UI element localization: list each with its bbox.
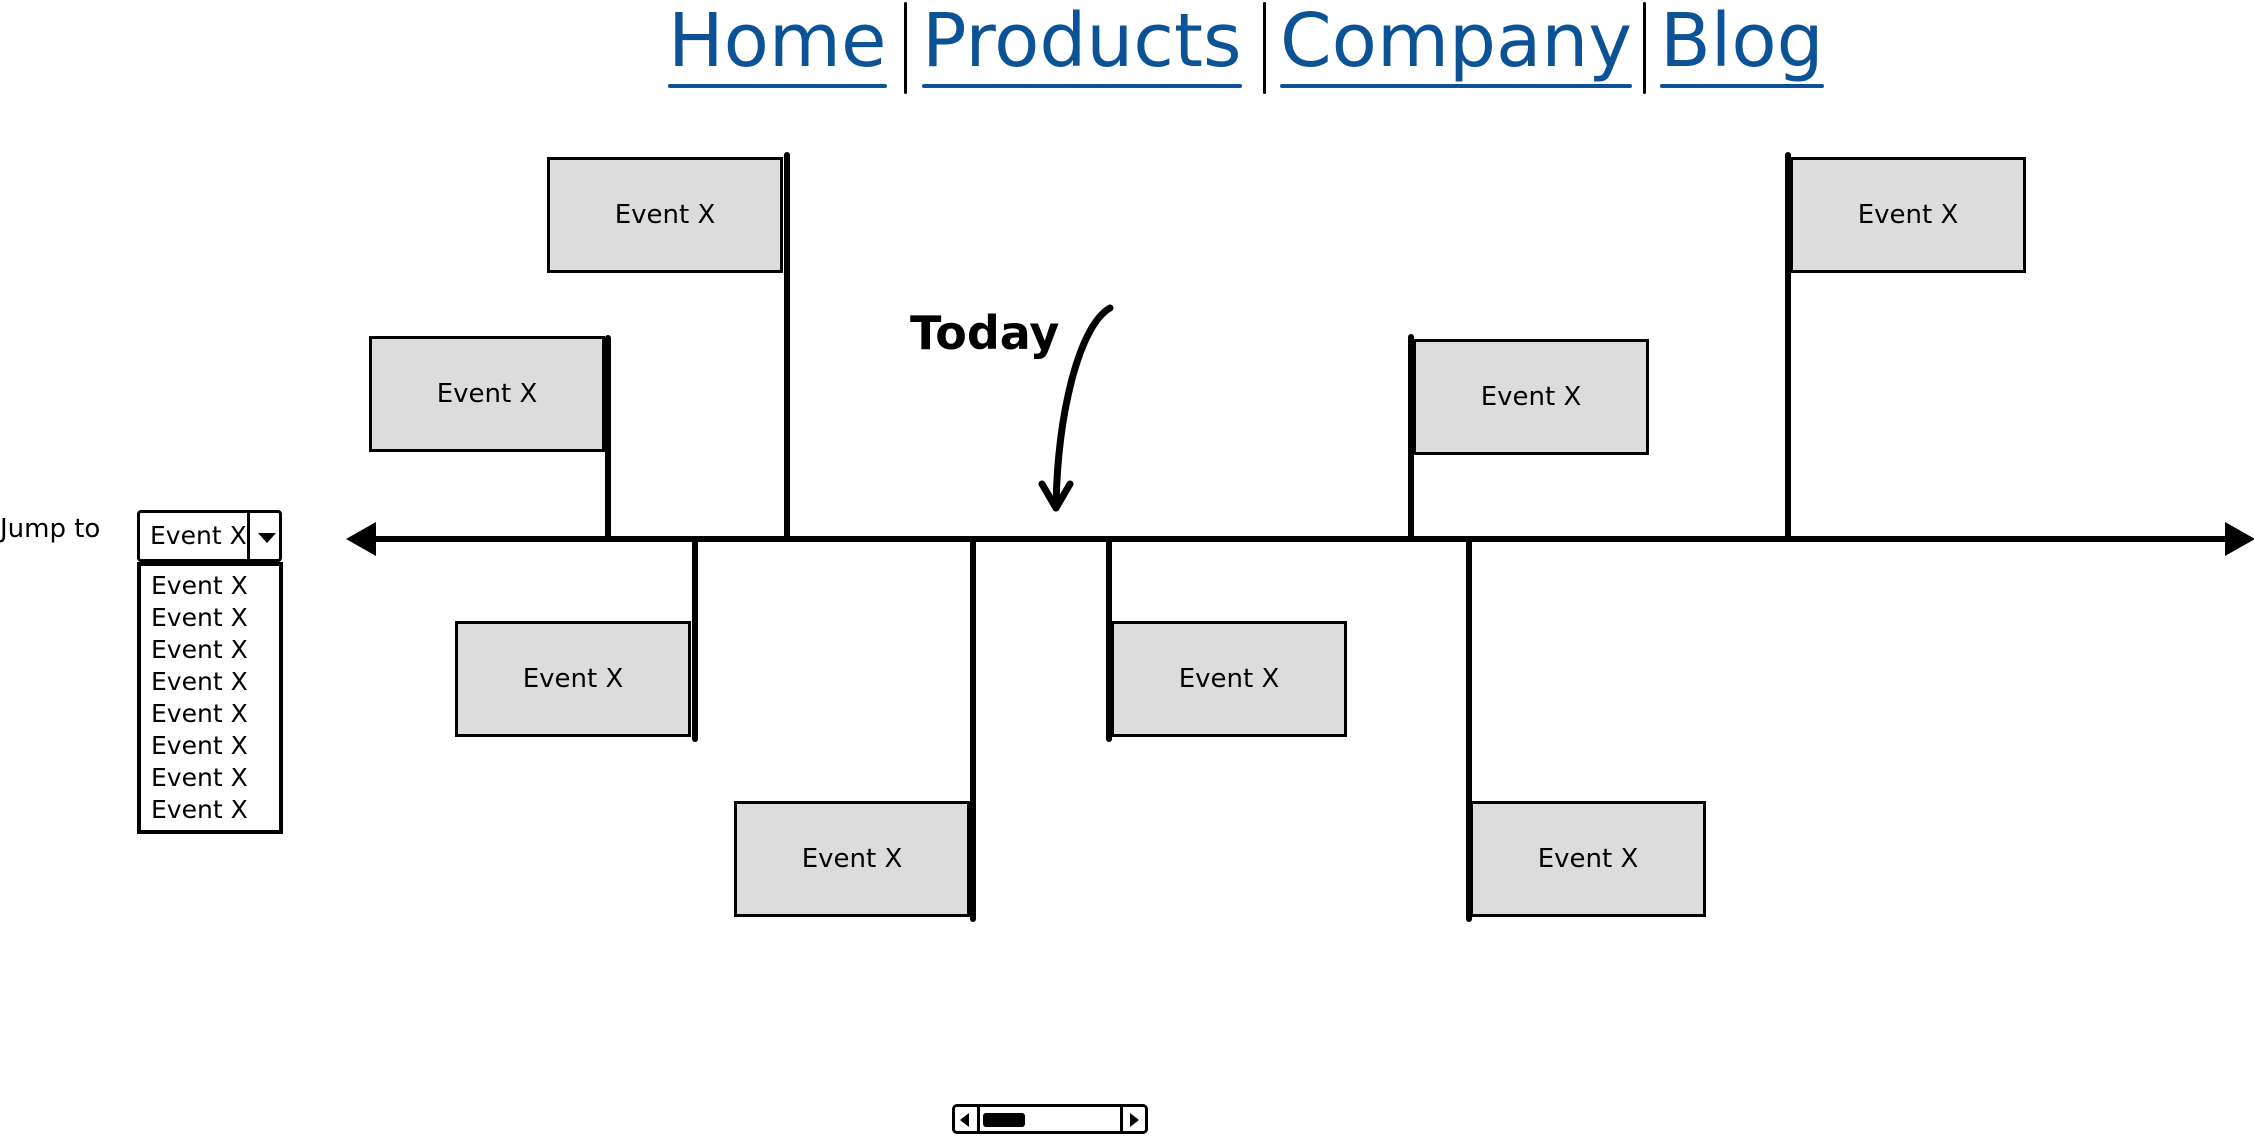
event-card[interactable]: Event X (734, 801, 970, 917)
jump-to-option[interactable]: Event X (151, 603, 248, 632)
jump-to-option[interactable]: Event X (151, 571, 248, 600)
scroll-right-icon[interactable] (1120, 1107, 1145, 1131)
nav-link-blog[interactable]: Blog (1660, 0, 1824, 92)
nav-link-underline (1280, 84, 1633, 88)
nav-link-products[interactable]: Products (922, 0, 1242, 92)
jump-to-select[interactable]: Event X (137, 510, 282, 562)
nav-separator (1263, 2, 1266, 94)
nav-link-company-label: Company (1280, 0, 1633, 84)
event-pole (692, 536, 698, 742)
event-card[interactable]: Event X (369, 336, 605, 452)
event-card-label: Event X (801, 844, 903, 874)
nav-separator (904, 2, 907, 94)
event-card-label: Event X (436, 379, 538, 409)
jump-to-selected-value: Event X (150, 521, 247, 550)
event-pole (605, 335, 611, 539)
scroll-left-icon[interactable] (955, 1107, 980, 1131)
timeline-left-arrow-icon (346, 522, 376, 556)
jump-to-option[interactable]: Event X (151, 731, 248, 760)
jump-to-option[interactable]: Event X (151, 699, 248, 728)
event-pole (784, 152, 790, 539)
event-card-label: Event X (614, 200, 716, 230)
jump-to-option[interactable]: Event X (151, 667, 248, 696)
nav-link-underline (1660, 84, 1824, 88)
scrollbar-thumb[interactable] (983, 1113, 1025, 1127)
nav-link-products-label: Products (922, 0, 1242, 84)
event-pole (1408, 334, 1414, 539)
event-card[interactable]: Event X (1470, 801, 1706, 917)
jump-to-option[interactable]: Event X (151, 795, 248, 824)
nav-link-blog-label: Blog (1660, 0, 1824, 84)
event-card-label: Event X (1537, 844, 1639, 874)
event-card[interactable]: Event X (547, 157, 783, 273)
nav-link-underline (922, 84, 1242, 88)
timeline-right-arrow-icon (2225, 522, 2254, 556)
today-arrow-icon (1038, 304, 1114, 512)
event-card-label: Event X (1480, 382, 1582, 412)
event-card[interactable]: Event X (455, 621, 691, 737)
event-pole (1106, 536, 1112, 742)
nav-link-company[interactable]: Company (1280, 0, 1633, 92)
nav-separator (1643, 2, 1646, 94)
event-card-label: Event X (1857, 200, 1959, 230)
jump-to-label: Jump to (0, 514, 101, 544)
event-card-label: Event X (522, 664, 624, 694)
timeline-axis (355, 536, 2235, 542)
jump-to-select-divider (247, 513, 250, 559)
event-card-label: Event X (1178, 664, 1280, 694)
jump-to-option[interactable]: Event X (151, 763, 248, 792)
nav-link-home[interactable]: Home (668, 0, 887, 92)
nav-link-home-label: Home (668, 0, 887, 84)
nav-link-underline (668, 84, 887, 88)
event-pole (970, 536, 976, 922)
event-card[interactable]: Event X (1790, 157, 2026, 273)
event-card[interactable]: Event X (1111, 621, 1347, 737)
jump-to-options-list[interactable]: Event X Event X Event X Event X Event X … (137, 562, 283, 834)
today-label: Today (910, 306, 1060, 360)
jump-to-option[interactable]: Event X (151, 635, 248, 664)
event-card[interactable]: Event X (1413, 339, 1649, 455)
event-pole (1466, 536, 1472, 922)
horizontal-scrollbar[interactable] (952, 1104, 1148, 1134)
chevron-down-icon[interactable] (258, 533, 276, 543)
event-pole (1785, 152, 1791, 539)
